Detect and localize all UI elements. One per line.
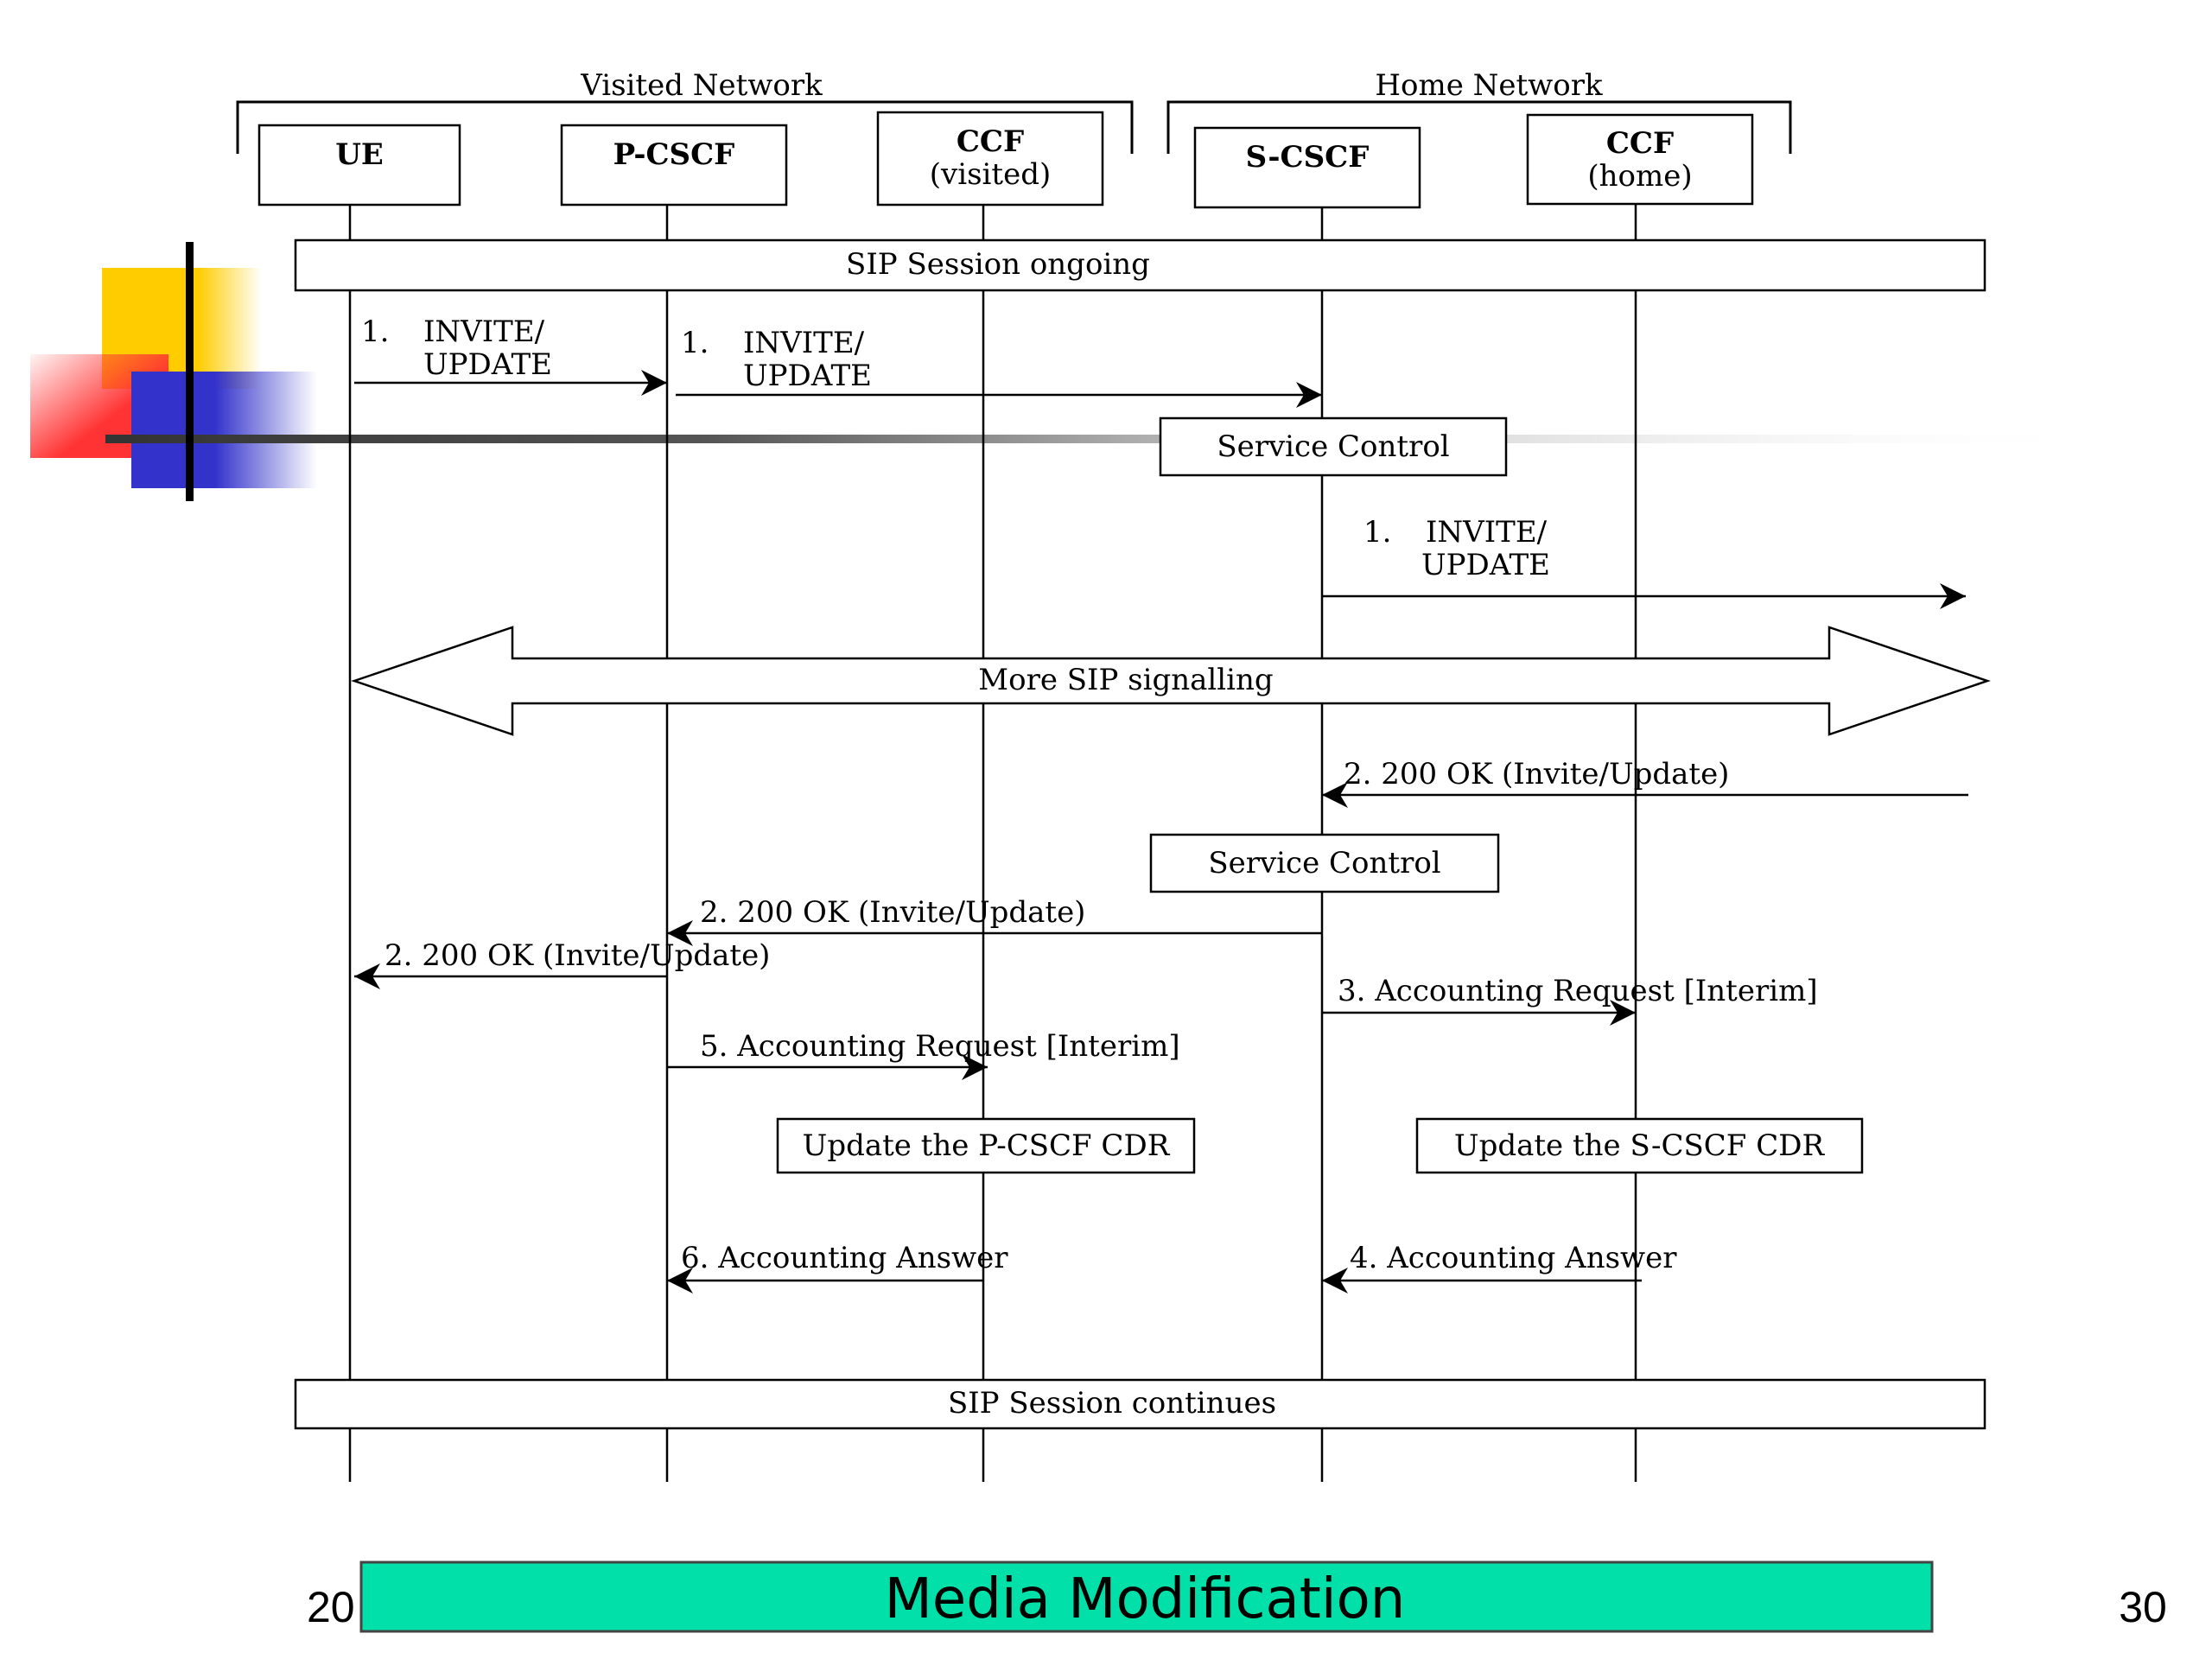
- msg-invite-ue-pcscf-line1: INVITE/: [423, 315, 545, 349]
- entity-ccf-home: CCF (home): [1526, 113, 1754, 206]
- box-service-control-1: Service Control: [1159, 416, 1508, 477]
- entity-scscf: S-CSCF: [1193, 126, 1421, 209]
- msg-invite-ue-pcscf-line2: UPDATE: [423, 347, 552, 382]
- msg-invite-scscf-out: 1. INVITE/ UPDATE: [1322, 515, 1966, 609]
- msg-invite-scscf-out-num: 1.: [1363, 515, 1391, 550]
- msg-aca-scscf: 4. Accounting Answer: [1322, 1241, 1677, 1294]
- box-update-pcscf-cdr: Update the P-CSCF CDR: [776, 1117, 1196, 1174]
- footer-title: Media Modification: [885, 1567, 1406, 1631]
- box-update-scscf-cdr: Update the S-CSCF CDR: [1415, 1117, 1864, 1174]
- msg-acr-scscf: 3. Accounting Request [Interim]: [1322, 974, 1818, 1026]
- entity-scscf-label: S-CSCF: [1246, 140, 1370, 175]
- msg-acr-pcscf: 5. Accounting Request [Interim]: [667, 1029, 1180, 1080]
- bar-more-signalling: More SIP signalling: [351, 626, 1991, 736]
- msg-acr-scscf-label: 3. Accounting Request [Interim]: [1338, 974, 1818, 1008]
- deco-blue-square: [131, 372, 317, 488]
- msg-invite-pcscf-scscf-num: 1.: [681, 326, 709, 360]
- msg-invite-scscf-out-line2: UPDATE: [1421, 548, 1550, 582]
- bar-session-ongoing-label: SIP Session ongoing: [846, 247, 1150, 282]
- home-network-bracket: [1166, 100, 1792, 154]
- slide-decoration: [30, 242, 2110, 501]
- entity-ccf-visited-label: CCF: [957, 124, 1024, 159]
- box-update-scscf-cdr-label: Update the S-CSCF CDR: [1454, 1128, 1826, 1163]
- msg-ok-pcscf-ue: 2. 200 OK (Invite/Update): [354, 938, 770, 989]
- deco-vertical-rule: [186, 242, 194, 501]
- msg-ok-pcscf-ue-label: 2. 200 OK (Invite/Update): [385, 938, 770, 973]
- entity-ue-label: UE: [335, 137, 384, 172]
- entity-ccf-visited: CCF (visited): [876, 111, 1104, 207]
- msg-invite-pcscf-scscf-line1: INVITE/: [743, 326, 865, 360]
- entity-ccf-home-sublabel: (home): [1587, 159, 1692, 194]
- bar-session-ongoing: SIP Session ongoing: [294, 238, 1986, 292]
- box-service-control-1-label: Service Control: [1217, 429, 1449, 464]
- entity-pcscf-label: P-CSCF: [613, 137, 735, 172]
- msg-aca-pcscf: 6. Accounting Answer: [667, 1241, 1008, 1294]
- footer-title-bar: [359, 1560, 1934, 1633]
- entity-pcscf: P-CSCF: [560, 124, 788, 207]
- msg-ok-scscf-pcscf-label: 2. 200 OK (Invite/Update): [700, 895, 1085, 930]
- msg-ok-in-scscf: 2. 200 OK (Invite/Update): [1322, 757, 1968, 808]
- page-number: 30: [2119, 1583, 2167, 1631]
- home-network-label: Home Network: [1375, 68, 1603, 103]
- box-update-pcscf-cdr-label: Update the P-CSCF CDR: [803, 1128, 1171, 1163]
- msg-invite-ue-pcscf: 1. INVITE/ UPDATE: [354, 315, 667, 396]
- msg-invite-scscf-out-line1: INVITE/: [1426, 515, 1548, 550]
- visited-network-label: Visited Network: [580, 68, 823, 103]
- entity-ccf-visited-sublabel: (visited): [930, 157, 1051, 192]
- msg-invite-pcscf-scscf-line2: UPDATE: [743, 359, 872, 393]
- network-groups: [236, 100, 1792, 154]
- msg-aca-scscf-label: 4. Accounting Answer: [1350, 1241, 1677, 1275]
- msg-acr-pcscf-label: 5. Accounting Request [Interim]: [700, 1029, 1180, 1064]
- msg-ok-in-scscf-label: 2. 200 OK (Invite/Update): [1344, 757, 1729, 791]
- deco-horizontal-rule: [105, 435, 2110, 443]
- box-service-control-2: Service Control: [1149, 833, 1500, 893]
- msg-invite-pcscf-scscf: 1. INVITE/ UPDATE: [676, 326, 1322, 408]
- bar-session-continues-label: SIP Session continues: [948, 1386, 1276, 1421]
- bar-session-continues: SIP Session continues: [294, 1378, 1986, 1430]
- entity-ue: UE: [257, 124, 461, 207]
- entity-ccf-home-label: CCF: [1606, 126, 1674, 161]
- msg-invite-ue-pcscf-num: 1.: [361, 315, 389, 349]
- msg-aca-pcscf-label: 6. Accounting Answer: [681, 1241, 1008, 1275]
- box-service-control-2-label: Service Control: [1208, 846, 1440, 880]
- msg-ok-scscf-pcscf: 2. 200 OK (Invite/Update): [667, 895, 1322, 946]
- footer-left-number: 20: [307, 1583, 355, 1631]
- visited-network-bracket: [236, 100, 1134, 154]
- bar-more-signalling-label: More SIP signalling: [978, 663, 1273, 697]
